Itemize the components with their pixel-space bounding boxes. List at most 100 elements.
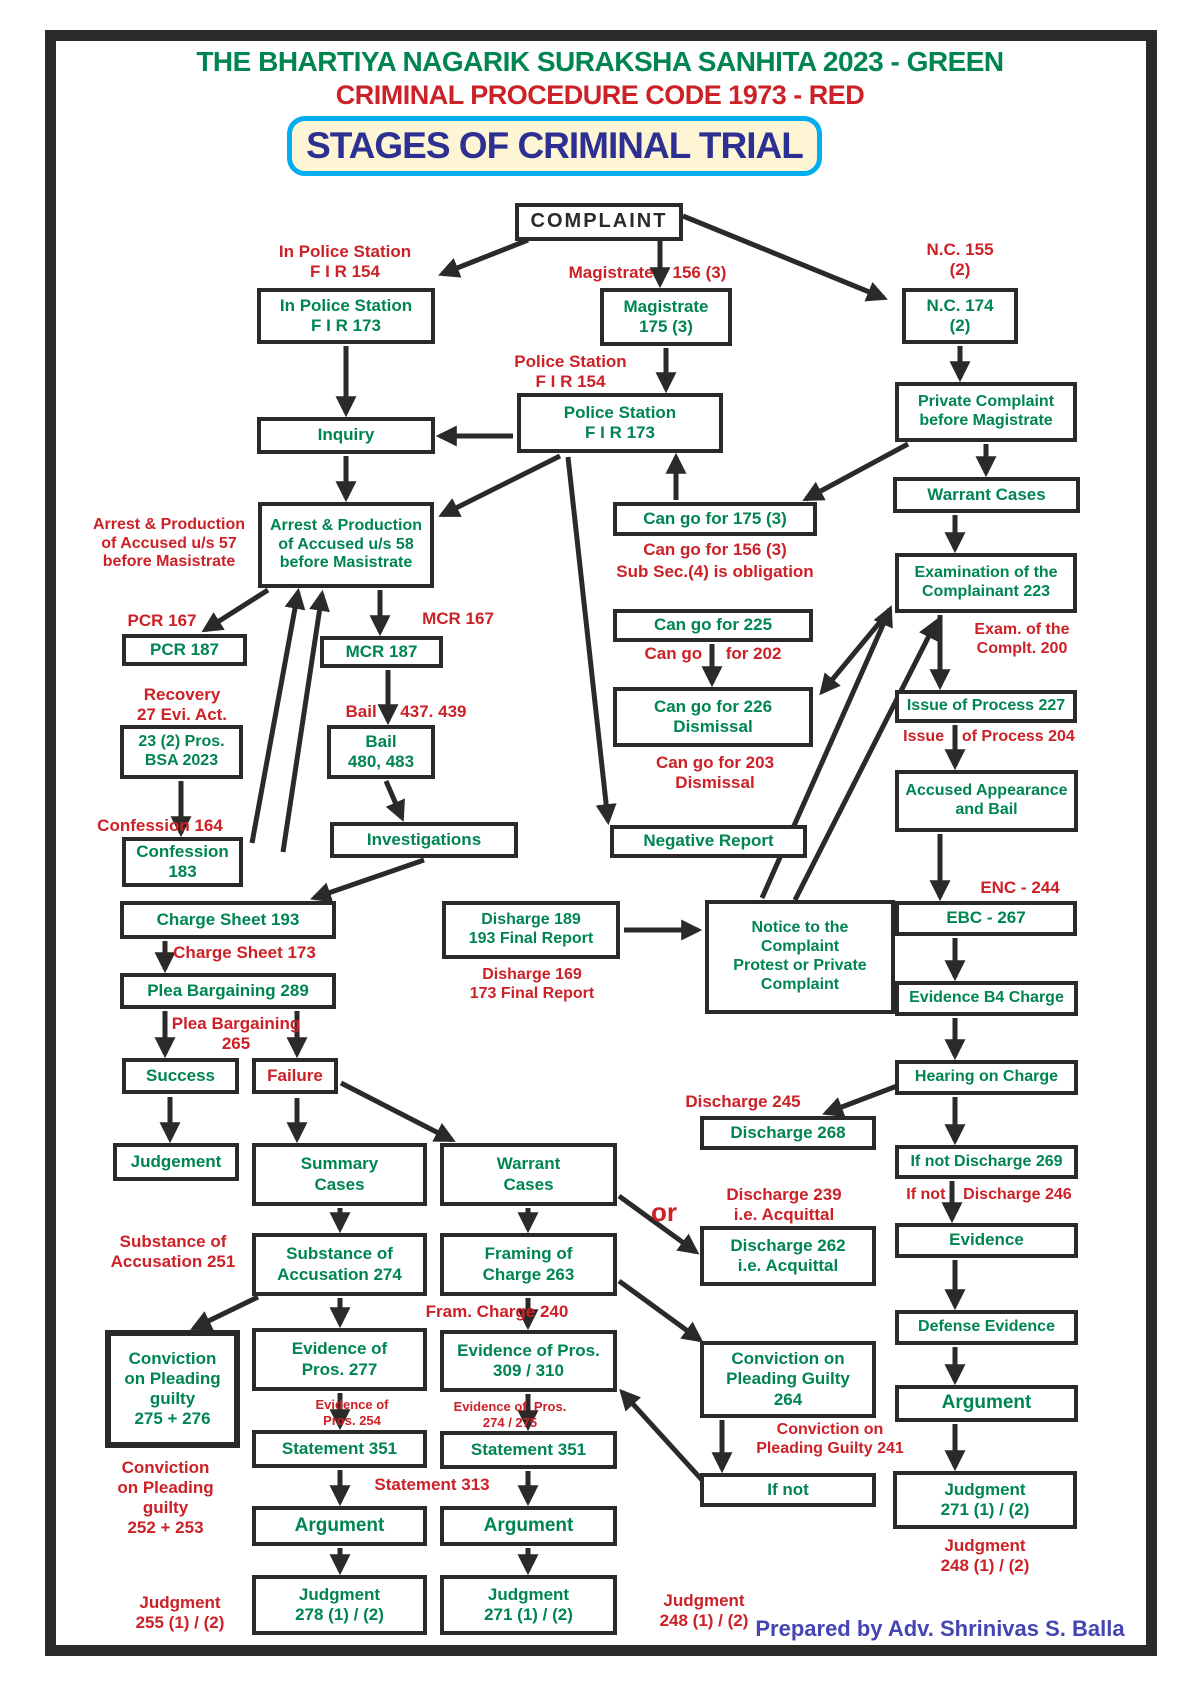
flow-arrow-39	[190, 1294, 260, 1331]
node-box-if-not: If not	[700, 1473, 876, 1507]
node-label-magistrate-156: Magistrate 156 (3)	[545, 262, 750, 284]
node-box-conviction-275-276-line-2: guilty	[149, 1389, 196, 1408]
node-box-failure: Failure	[252, 1058, 338, 1094]
node-box-mcr-187: MCR 187	[320, 636, 443, 668]
node-box-judgment-271-bottom-line-0: Judgment	[487, 1584, 570, 1604]
node-box-confession-183-line-1: 183	[168, 862, 197, 881]
flow-arrow-36	[339, 1080, 456, 1143]
node-box-charge-sheet-193: Charge Sheet 193	[120, 901, 336, 939]
node-box-bail-480-line-1: 480, 483	[347, 752, 415, 771]
node-box-can-go-175: Can go for 175 (3)	[613, 502, 817, 536]
node-box-if-not-discharge-269-line-0: If not Discharge 269	[910, 1152, 1063, 1170]
node-box-if-not-discharge-269: If not Discharge 269	[895, 1145, 1078, 1179]
node-label-conviction-241-line-1: Pleading Guilty 241	[756, 1440, 904, 1457]
node-label-judgment-248-bottom-line-0: Judgment	[663, 1590, 745, 1610]
node-label-mcr-167: MCR 167	[404, 608, 512, 630]
node-box-bsa-2023: 23 (2) Pros.BSA 2023	[120, 725, 243, 779]
node-box-bail-480-line-0: Bail	[365, 731, 397, 751]
node-box-can-go-225: Can go for 225	[613, 609, 813, 642]
node-label-enc-244: ENC - 244	[955, 876, 1085, 900]
node-box-pcr-187-line-0: PCR 187	[150, 639, 219, 659]
node-box-defense-evidence-line-0: Defense Evidence	[918, 1318, 1055, 1336]
flow-arrow-26	[383, 780, 405, 822]
node-label-arrest-57-line-0: Arrest & Production	[92, 515, 245, 533]
node-box-evidence-pros-309-310: Evidence of Pros.309 / 310	[440, 1330, 617, 1392]
node-box-can-go-175-line-0: Can go for 175 (3)	[643, 508, 787, 528]
node-box-plea-bargaining-289: Plea Bargaining 289	[120, 973, 336, 1009]
node-box-discharge-262-line-0: Discharge 262	[730, 1235, 846, 1255]
credit-text: Prepared by Adv. Shrinivas S. Balla	[755, 1616, 1125, 1641]
node-complaint-line-0: COMPLAINT	[530, 210, 668, 233]
node-label-discharge-245-line-0: Discharge 245	[685, 1091, 801, 1111]
node-box-negative-report: Negative Report	[610, 825, 807, 858]
flow-arrow-29	[280, 589, 330, 853]
node-label-issue-process-204-line-0: Issue of Process 204	[903, 727, 1075, 745]
node-box-police-station-173-line-0: Police Station	[563, 402, 677, 422]
flow-arrow-16	[822, 1083, 898, 1117]
node-box-judgement: Judgement	[113, 1143, 239, 1181]
node-box-examination-223-line-1: Complainant 223	[921, 583, 1051, 600]
flow-arrow-30	[310, 857, 425, 903]
node-box-can-go-225-line-0: Can go for 225	[653, 615, 773, 635]
node-box-discharge-262-line-1: i.e. Acquittal	[737, 1256, 839, 1275]
node-box-substance-274-line-0: Substance of	[286, 1244, 393, 1264]
node-label-disharge-169-line-0: Disharge 169	[482, 966, 582, 984]
node-label-charge-sheet-173: Charge Sheet 173	[152, 942, 337, 964]
node-box-hearing-on-charge-line-0: Hearing on Charge	[914, 1068, 1059, 1086]
node-label-recovery-27-line-1: 27 Evi. Act.	[136, 705, 228, 724]
node-box-examination-223-line-0: Examination of the	[914, 564, 1058, 582]
banner-text: STAGES OF CRIMINAL TRIAL	[306, 125, 804, 166]
node-label-evidence-pros-254-line-0: Evidence of	[315, 1396, 389, 1412]
flow-arrow-2	[682, 213, 888, 302]
node-label-arrest-57-line-2: before Masistrate	[102, 553, 236, 571]
node-label-bail-437-line-0: Bail 437. 439	[345, 701, 467, 721]
node-label-can-go-156: Can go for 156 (3)	[615, 539, 815, 561]
node-box-evidence-pros-309-310-line-1: 309 / 310	[493, 1361, 564, 1380]
node-box-statement-351-a-line-0: Statement 351	[281, 1438, 398, 1458]
node-box-issue-process-227: Issue of Process 227	[895, 690, 1077, 723]
node-box-summary-cases-line-1: Cases	[314, 1174, 365, 1194]
node-label-fram-charge-240: Fram. Charge 240	[418, 1301, 576, 1323]
node-box-evidence-pros-309-310-line-0: Evidence of Pros.	[457, 1340, 600, 1360]
node-label-discharge-239-line-1: i.e. Acquittal	[733, 1205, 835, 1224]
node-box-argument-b: Argument	[440, 1506, 617, 1546]
node-box-can-go-226-line-1: Dismissal	[673, 717, 753, 736]
node-box-warrant-cases-right: Warrant Cases	[893, 477, 1080, 513]
node-box-notice-complaint-line-3: Complaint	[760, 975, 840, 993]
node-label-conviction-252-253-line-2: guilty	[142, 1498, 189, 1517]
node-label-conviction-241-line-0: Conviction on	[776, 1421, 884, 1439]
node-label-or: or	[638, 1196, 690, 1228]
flow-arrow-8	[802, 441, 910, 502]
node-label-judgment-255-line-1: 255 (1) / (2)	[135, 1613, 225, 1632]
node-box-mcr-187-line-0: MCR 187	[345, 641, 418, 661]
flow-arrow-0	[438, 237, 529, 278]
node-label-can-go-203-line-0: Can go for 203	[655, 752, 775, 772]
outer-frame	[45, 30, 1157, 1656]
node-box-charge-sheet-193-line-0: Charge Sheet 193	[156, 909, 300, 929]
node-label-plea-bargaining-265-line-1: 265	[221, 1034, 251, 1053]
node-box-magistrate-175-line-1: 175 (3)	[639, 317, 693, 336]
node-box-nc-174-line-1: (2)	[949, 316, 971, 335]
node-box-notice-complaint-line-1: Complaint	[760, 938, 840, 956]
flow-arrow-22	[438, 453, 562, 518]
node-label-evidence-pros-274-275-line-1: 274 / 275	[482, 1415, 538, 1430]
node-box-notice-complaint-line-2: Protest or Private	[733, 957, 867, 974]
node-box-confession-183-line-0: Confession	[136, 841, 229, 861]
node-label-police-station-154-line-0: Police Station	[514, 351, 627, 371]
node-box-ebc-267: EBC - 267	[895, 901, 1077, 936]
